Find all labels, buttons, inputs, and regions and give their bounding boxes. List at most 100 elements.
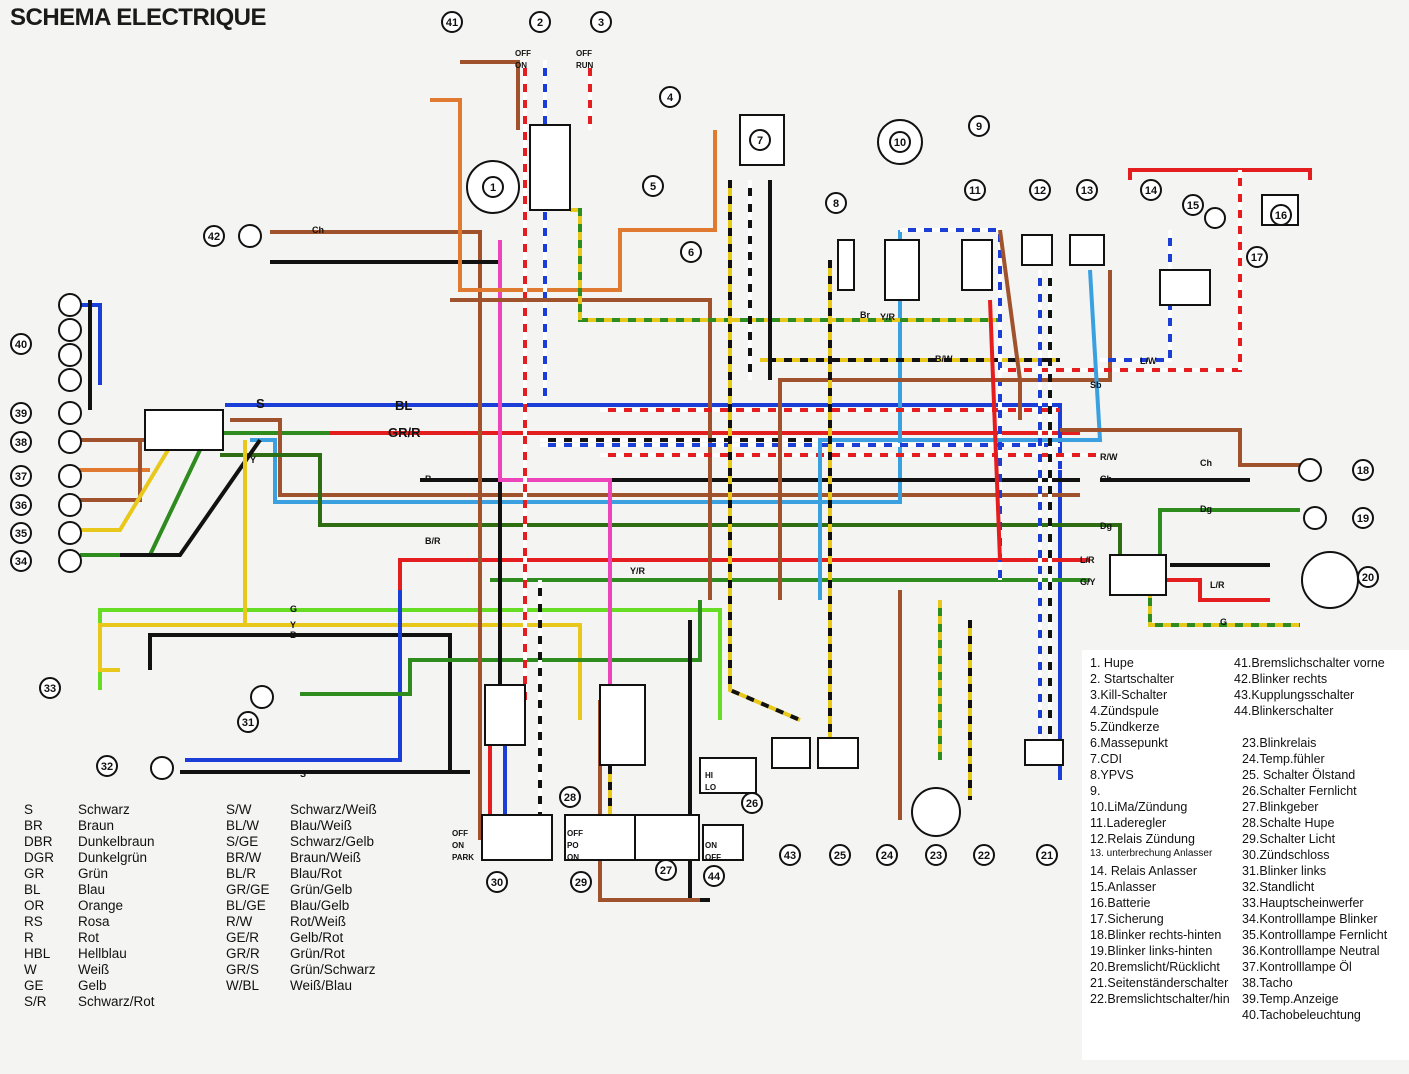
color-code: GR/R bbox=[226, 946, 260, 961]
svg-text:26: 26 bbox=[746, 798, 758, 810]
component-callout-16: 16 bbox=[1270, 204, 1292, 226]
component-legend-item: 17.Sicherung bbox=[1090, 912, 1164, 926]
wire-label: R/W bbox=[1100, 452, 1118, 462]
wire-light_blue bbox=[818, 269, 1103, 600]
component-callout-43: 43 bbox=[779, 844, 801, 866]
color-code: RS bbox=[24, 914, 43, 929]
wire-stripe bbox=[570, 208, 1000, 322]
component-legend-item: 13. unterbrechung Anlasser bbox=[1090, 848, 1213, 859]
switch-position-label: ON bbox=[567, 853, 579, 862]
switch-position-label: OFF bbox=[515, 49, 531, 58]
wire-stripe bbox=[1000, 170, 1242, 372]
lamp-icon bbox=[1303, 506, 1327, 530]
wire-label: B/W bbox=[935, 354, 953, 364]
wire-label: L/R bbox=[1210, 580, 1225, 590]
component-legend-item: 19.Blinker links-hinten bbox=[1090, 944, 1213, 958]
component-callout-7: 7 bbox=[749, 129, 771, 151]
wire-label: G bbox=[290, 604, 297, 614]
component-legend-item: 43.Kupplungsschalter bbox=[1234, 688, 1355, 702]
svg-text:9: 9 bbox=[976, 121, 982, 133]
svg-text:20: 20 bbox=[1362, 572, 1374, 584]
lamp-icon bbox=[58, 521, 82, 545]
component-callout-29: 29 bbox=[570, 871, 592, 893]
wire-yellow bbox=[80, 428, 182, 532]
connector bbox=[634, 814, 700, 861]
svg-text:23: 23 bbox=[930, 850, 942, 862]
svg-text:39: 39 bbox=[15, 408, 27, 420]
color-code: BR/W bbox=[226, 850, 262, 865]
wire-light_blue bbox=[250, 230, 902, 504]
connector bbox=[1109, 554, 1167, 596]
color-name: Schwarz/Rot bbox=[78, 994, 155, 1009]
component-callout-3: 3 bbox=[590, 11, 612, 33]
wire-red bbox=[988, 299, 1002, 561]
svg-text:1: 1 bbox=[490, 182, 496, 194]
diagram-title: SCHEMA ELECTRIQUE bbox=[10, 4, 266, 31]
component-legend-item: 26.Schalter Fernlicht bbox=[1242, 784, 1357, 798]
component-callout-15: 15 bbox=[1182, 194, 1204, 216]
component-legend-item: 42.Blinker rechts bbox=[1234, 672, 1328, 686]
component-legend-item: 2. Startschalter bbox=[1090, 672, 1175, 686]
component-callout-14: 14 bbox=[1140, 179, 1162, 201]
component-callout-37: 37 bbox=[10, 465, 32, 487]
wire-blue bbox=[540, 443, 1062, 470]
svg-text:38: 38 bbox=[15, 437, 27, 449]
svg-text:21: 21 bbox=[1041, 850, 1053, 862]
component-legend-item: 39.Temp.Anzeige bbox=[1242, 992, 1339, 1006]
component-legend-item: 25. Schalter Ölstand bbox=[1242, 768, 1356, 782]
component-legend-item: 41.Bremslichschalter vorne bbox=[1234, 656, 1385, 670]
wire-green bbox=[1158, 508, 1300, 560]
component-legend-item: 33.Hauptscheinwerfer bbox=[1242, 896, 1364, 910]
wire-yellow bbox=[728, 180, 801, 722]
lamp-icon bbox=[238, 224, 262, 248]
svg-text:19: 19 bbox=[1357, 513, 1369, 525]
connector bbox=[481, 814, 553, 861]
component-legend-item: 31.Blinker links bbox=[1242, 864, 1327, 878]
wire-label: B/R bbox=[425, 536, 441, 546]
component-callout-9: 9 bbox=[968, 115, 990, 137]
component-callout-41: 41 bbox=[441, 11, 463, 33]
gauge-icon bbox=[58, 401, 82, 425]
svg-text:37: 37 bbox=[15, 471, 27, 483]
svg-text:3: 3 bbox=[598, 17, 604, 29]
wire-stripe bbox=[540, 443, 1062, 470]
component-legend-item: 1. Hupe bbox=[1090, 656, 1134, 670]
svg-text:27: 27 bbox=[660, 865, 672, 877]
wire-label: Y/R bbox=[630, 566, 646, 576]
component-legend-item: 22.Bremslichtschalter/hin bbox=[1090, 992, 1230, 1006]
connector bbox=[1069, 234, 1105, 266]
wire-brown bbox=[270, 230, 482, 700]
svg-text:42: 42 bbox=[208, 231, 220, 243]
component-callout-28: 28 bbox=[559, 786, 581, 808]
color-code: R bbox=[24, 930, 34, 945]
color-name: Braun bbox=[78, 818, 115, 833]
component-legend-item: 21.Seitenständerschalter bbox=[1090, 976, 1229, 990]
component-callout-18: 18 bbox=[1352, 459, 1374, 481]
switch-position-label: ON bbox=[452, 841, 464, 850]
connector bbox=[529, 124, 571, 211]
component-callout-21: 21 bbox=[1036, 844, 1058, 866]
connector bbox=[564, 814, 636, 861]
component-callout-13: 13 bbox=[1076, 179, 1098, 201]
wire-dark_green bbox=[220, 453, 1122, 560]
switch-position-label: OFF bbox=[576, 49, 592, 58]
wire-label: L/R bbox=[1080, 555, 1095, 565]
color-code: OR bbox=[24, 898, 45, 913]
component-callout-35: 35 bbox=[10, 522, 32, 544]
wire-brown bbox=[1060, 428, 1310, 467]
wire-label: Dg bbox=[1100, 521, 1112, 531]
lamp-icon bbox=[250, 685, 274, 709]
switch-position-label: OFF bbox=[567, 829, 583, 838]
connector bbox=[837, 239, 855, 291]
wire-label: G bbox=[1220, 617, 1227, 627]
color-name: Weiß/Blau bbox=[290, 978, 353, 993]
color-code: HBL bbox=[24, 946, 51, 961]
component-legend-item: 3.Kill-Schalter bbox=[1090, 688, 1168, 702]
color-name: Schwarz/Weiß bbox=[290, 802, 377, 817]
component-callout-38: 38 bbox=[10, 431, 32, 453]
switch-position-label: RUN bbox=[576, 61, 594, 70]
svg-text:18: 18 bbox=[1357, 465, 1369, 477]
switch-position-label: PO bbox=[567, 841, 579, 850]
component-legend-item: 6.Massepunkt bbox=[1090, 736, 1168, 750]
